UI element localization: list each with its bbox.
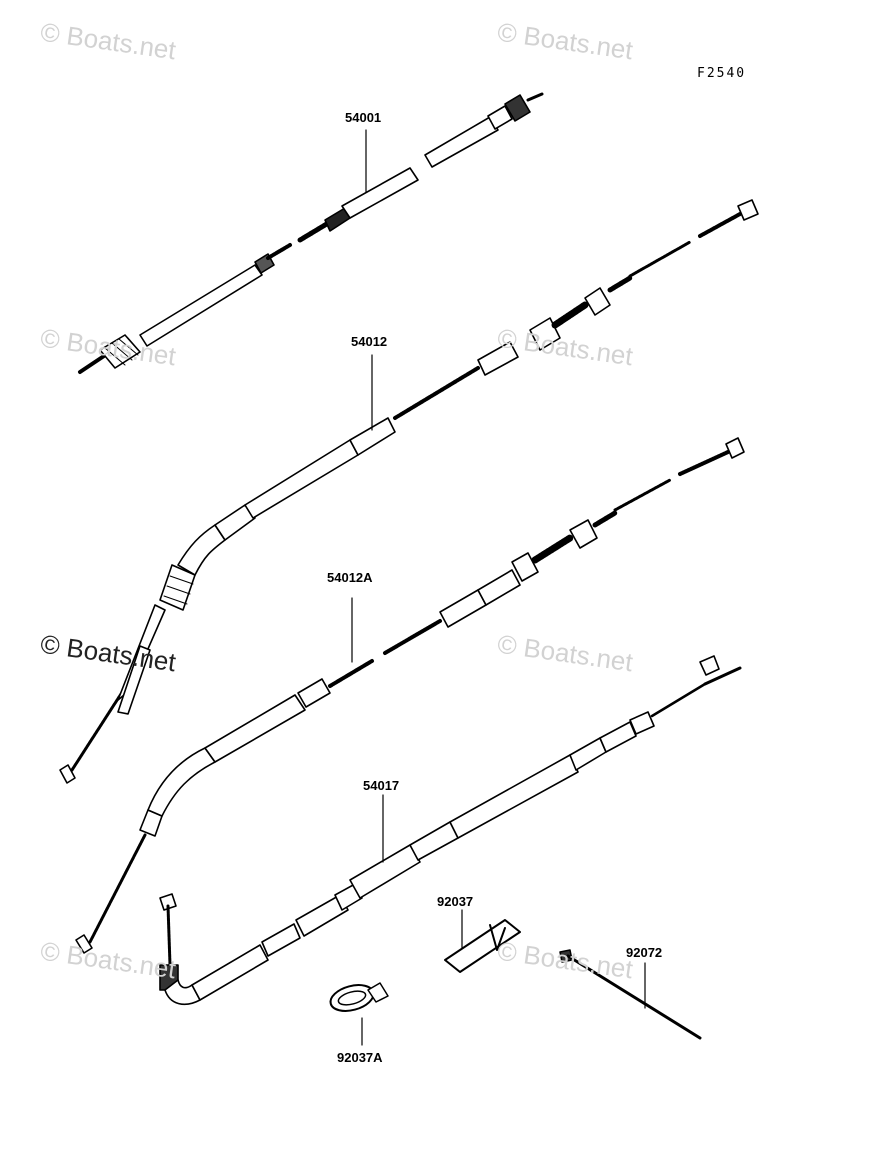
part-label-54012[interactable]: 54012 (351, 334, 388, 349)
diagram-code: F2540 (697, 66, 747, 81)
part-label-92037a[interactable]: 92037A (337, 1050, 383, 1065)
part-label-54017[interactable]: 54017 (363, 778, 400, 793)
part-label-54012a[interactable]: 54012A (327, 570, 373, 585)
throttle-cable-54012[interactable] (59, 199, 759, 784)
throttle-cable-54012a[interactable] (75, 437, 745, 954)
cable-tie-92072[interactable] (559, 949, 702, 1040)
part-label-54001[interactable]: 54001 (345, 110, 382, 125)
part-label-92037[interactable]: 92037 (437, 894, 474, 909)
speedometer-cable-54001[interactable] (78, 92, 544, 374)
grommet-92037a[interactable] (328, 981, 389, 1046)
choke-cable-54017[interactable] (159, 655, 742, 1006)
clip-92037[interactable] (444, 909, 521, 973)
part-label-92072[interactable]: 92072 (626, 945, 663, 960)
